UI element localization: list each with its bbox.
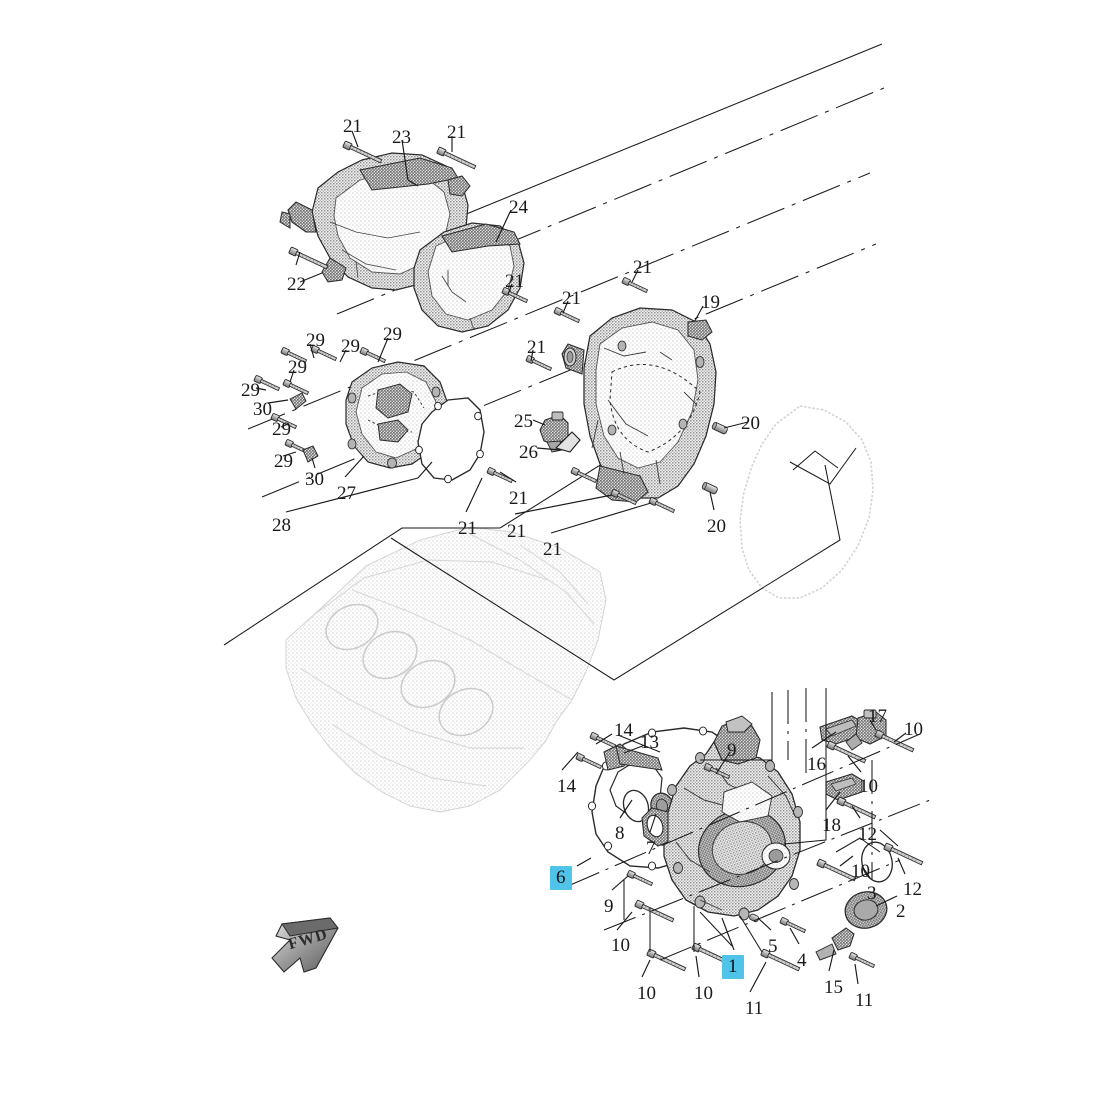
- callout-13[interactable]: 13: [640, 732, 659, 753]
- callout-20[interactable]: 20: [707, 516, 726, 537]
- callout-29[interactable]: 29: [288, 357, 307, 378]
- callout-11[interactable]: 11: [745, 998, 764, 1019]
- part-15-lever: [815, 927, 855, 961]
- gasket-ghost-outline: [739, 405, 874, 599]
- part-24-cover: [413, 222, 525, 333]
- bolt-4: [779, 916, 807, 935]
- callout-21[interactable]: 21: [633, 257, 652, 278]
- callout-17[interactable]: 17: [868, 706, 887, 727]
- callout-30[interactable]: 30: [253, 399, 272, 420]
- callout-16[interactable]: 16: [807, 754, 826, 775]
- callout-29[interactable]: 29: [241, 380, 260, 401]
- callout-23[interactable]: 23: [392, 127, 411, 148]
- leader-lines-mid-left: [255, 337, 433, 513]
- part-26-clamp: [554, 431, 581, 453]
- bolt-21: [553, 306, 581, 325]
- callout-22[interactable]: 22: [287, 274, 306, 295]
- bolt-21: [648, 496, 676, 515]
- part-1-crankcase-cover: [641, 715, 803, 921]
- callout-21[interactable]: 21: [543, 539, 562, 560]
- callout-19[interactable]: 19: [701, 292, 720, 313]
- callout-12[interactable]: 12: [858, 824, 877, 845]
- leader-lines-mid-right: [465, 419, 749, 534]
- callout-29[interactable]: 29: [383, 324, 402, 345]
- callout-7[interactable]: 7: [646, 838, 656, 859]
- bolt-10: [634, 899, 675, 924]
- callout-9[interactable]: 9: [604, 896, 614, 917]
- bolt-14: [575, 752, 603, 771]
- part-3-oring: [861, 841, 893, 883]
- callout-29[interactable]: 29: [341, 336, 360, 357]
- callout-21[interactable]: 21: [509, 488, 528, 509]
- callout-2[interactable]: 2: [896, 901, 906, 922]
- fwd-arrow-icon: [271, 917, 339, 973]
- bolt-29: [282, 378, 310, 397]
- bolt-12: [836, 796, 877, 821]
- callout-10[interactable]: 10: [694, 983, 713, 1004]
- bolt-10: [646, 948, 687, 973]
- callout-5[interactable]: 5: [768, 936, 778, 957]
- callout-14[interactable]: 14: [614, 720, 633, 741]
- bolt-9: [626, 869, 654, 888]
- callout-29[interactable]: 29: [272, 419, 291, 440]
- callout-11[interactable]: 11: [855, 990, 874, 1011]
- callout-21[interactable]: 21: [562, 288, 581, 309]
- part-19-housing: [561, 307, 717, 503]
- callout-21[interactable]: 21: [507, 521, 526, 542]
- bolt-14: [589, 731, 617, 750]
- callout-21[interactable]: 21: [447, 122, 466, 143]
- callout-6-highlighted[interactable]: 6: [550, 866, 572, 890]
- callout-8[interactable]: 8: [615, 823, 625, 844]
- bolt-11: [760, 948, 801, 973]
- callout-12[interactable]: 12: [903, 879, 922, 900]
- part-18-guide: [825, 773, 863, 801]
- bolt-11: [848, 951, 876, 970]
- bolts-cover-27: [253, 344, 387, 463]
- bolt-21: [621, 276, 649, 295]
- callout-30[interactable]: 30: [305, 469, 324, 490]
- callout-25[interactable]: 25: [514, 411, 533, 432]
- callout-10[interactable]: 10: [637, 983, 656, 1004]
- callout-28[interactable]: 28: [272, 515, 291, 536]
- callout-21[interactable]: 21: [343, 116, 362, 137]
- callout-26[interactable]: 26: [519, 442, 538, 463]
- callout-4[interactable]: 4: [797, 950, 807, 971]
- callout-20[interactable]: 20: [741, 413, 760, 434]
- engine-block-ghost: [285, 526, 607, 813]
- callout-29[interactable]: 29: [274, 451, 293, 472]
- callout-24[interactable]: 24: [509, 197, 528, 218]
- callout-10[interactable]: 10: [611, 935, 630, 956]
- leader-lines-bottom: [561, 719, 907, 993]
- callout-15[interactable]: 15: [824, 977, 843, 998]
- callout-29[interactable]: 29: [306, 330, 325, 351]
- callout-10[interactable]: 10: [904, 719, 923, 740]
- pin-5: [749, 913, 760, 923]
- bottom-bracket-lines: [617, 688, 899, 953]
- callout-18[interactable]: 18: [822, 815, 841, 836]
- callout-10[interactable]: 10: [851, 861, 870, 882]
- part-2-cap: [844, 891, 888, 929]
- callout-27[interactable]: 27: [337, 483, 356, 504]
- bolt-29: [359, 346, 387, 365]
- bottom-axis-lines: [567, 688, 931, 961]
- bolt-21: [486, 466, 514, 485]
- callout-21[interactable]: 21: [458, 518, 477, 539]
- part-28-gasket: [415, 397, 485, 484]
- callout-1-highlighted[interactable]: 1: [722, 955, 744, 979]
- callout-21[interactable]: 21: [505, 271, 524, 292]
- callout-14[interactable]: 14: [557, 776, 576, 797]
- callout-9[interactable]: 9: [727, 740, 737, 761]
- callout-10[interactable]: 10: [859, 776, 878, 797]
- callout-21[interactable]: 21: [527, 337, 546, 358]
- callout-3[interactable]: 3: [867, 883, 877, 904]
- plate-30: [289, 392, 319, 463]
